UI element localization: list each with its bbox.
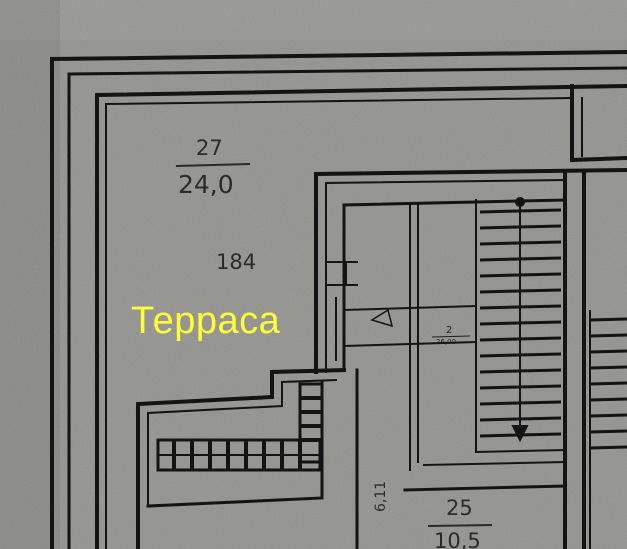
bottom-fraction-bar [427,524,493,527]
stair-tread [589,333,627,338]
hall-fraction-bar [431,335,471,338]
stair-tread [589,349,627,354]
notch-wall-outer [136,367,347,549]
stair-direction-arrow [511,197,529,443]
hall-room-number: 2 [446,325,453,336]
terrace-fraction-bar [175,163,251,167]
outer-wall-inner-line [67,66,627,549]
side-dimension-label: 6,11 [373,480,389,512]
core-wall-outer [314,167,627,374]
hall-room-area: 26,00 [436,338,457,346]
terrace-ceiling-height: 184 [216,250,257,274]
notch-steps [156,438,322,472]
stair-tread [589,397,627,402]
notch-rungs-frame [298,382,324,464]
stair-tread [589,381,627,386]
passage-line-top [342,304,478,312]
terrace-wall-inner [105,96,574,549]
stair-tread [589,317,627,322]
terrace-overlay-label: Терраса [131,300,281,342]
terrace-room-number: 27 [196,136,223,160]
bottom-room-number: 25 [446,496,473,520]
inner-wall-c [422,460,567,467]
stair-tread [589,429,627,434]
passage-arrow [370,308,394,328]
stair-arrow-start [515,197,525,207]
inner-wall-d [403,484,567,492]
terrace-room-area: 24,0 [178,170,234,199]
notch-wall-inner [147,378,338,507]
stair-arrow-head [511,425,529,443]
notch-rungs [298,382,324,464]
bottom-room-area: 10,5 [434,529,481,549]
stair-tread [589,365,627,370]
top-right-column [570,84,627,163]
stair-tread [589,445,627,450]
stair-tread [589,413,627,418]
right-stair-treads [589,317,627,450]
passage-line-bottom [342,340,478,348]
paper-shade-top [0,0,627,40]
stair-frame-bottom [474,448,567,454]
core-wall-second [342,198,567,372]
outer-wall-outer-line [50,49,627,549]
terrace-wall-outer [95,83,627,549]
